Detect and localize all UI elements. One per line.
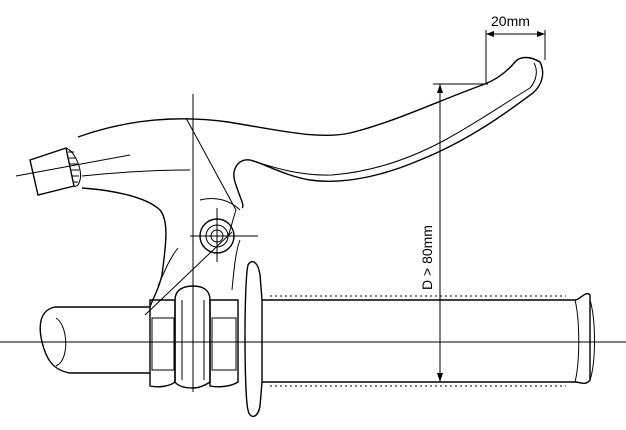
dimension-20mm: 20mm	[485, 13, 546, 84]
dimension-label-width: 20mm	[491, 13, 530, 29]
grip	[244, 260, 595, 417]
handlebar-tube	[39, 306, 150, 374]
lever-body	[77, 56, 544, 308]
pivot-bolt	[190, 208, 258, 262]
dimension-label-height: D > 80mm	[419, 225, 435, 290]
construction-line-diagonal	[144, 231, 233, 316]
clamp-bracket	[149, 239, 241, 389]
adjuster-barrel	[15, 147, 131, 196]
dimension-d-80mm: D > 80mm	[419, 83, 488, 383]
